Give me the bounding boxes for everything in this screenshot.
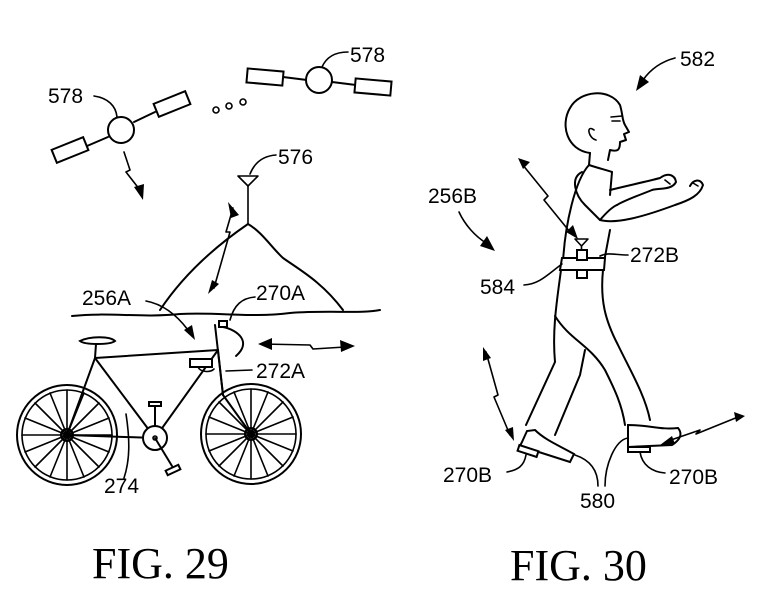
leader-578-right — [322, 52, 348, 67]
label-578-right: 578 — [350, 44, 385, 67]
label-584: 584 — [480, 276, 515, 299]
ellipsis-dots — [213, 99, 246, 113]
label-576: 576 — [278, 146, 313, 169]
label-270B-left: 270B — [443, 464, 492, 487]
signal-arrow-belt — [518, 158, 578, 239]
satellite-right — [246, 67, 391, 96]
label-272B: 272B — [630, 244, 679, 267]
caption-fig-30: FIG. 30 — [510, 541, 647, 590]
signal-arrow-satellite — [124, 152, 144, 200]
leader-270A — [230, 297, 255, 320]
antenna-tower — [238, 176, 258, 224]
label-580: 580 — [580, 490, 615, 513]
caption-fig-29: FIG. 29 — [92, 539, 229, 588]
leader-580-right — [605, 438, 628, 486]
label-270B-right: 270B — [669, 466, 718, 489]
arrow-256B — [459, 212, 486, 243]
label-256B: 256B — [428, 185, 477, 208]
signal-arrow-left-foot — [483, 347, 514, 441]
label-256A: 256A — [82, 287, 131, 310]
leader-274 — [124, 414, 129, 478]
ground-line — [72, 310, 380, 316]
label-578-left: 578 — [48, 85, 83, 108]
arrow-582 — [643, 58, 675, 80]
leader-580-left — [575, 455, 598, 486]
leader-576 — [250, 155, 276, 174]
signal-arrow-tower — [208, 202, 239, 294]
leader-584 — [524, 264, 562, 285]
figure-30: 582 — [428, 48, 745, 590]
figure-29: 578 578 576 — [17, 44, 392, 588]
bicycle — [17, 321, 301, 485]
leader-270B-right — [640, 452, 665, 473]
leader-270B-left — [507, 455, 526, 472]
leader-578-left — [94, 96, 117, 117]
label-270A: 270A — [256, 282, 305, 305]
leader-272A — [226, 370, 252, 371]
label-274: 274 — [104, 475, 139, 498]
label-272A: 272A — [256, 360, 305, 383]
signal-arrow-horizontal — [258, 338, 355, 352]
label-582: 582 — [680, 48, 715, 71]
